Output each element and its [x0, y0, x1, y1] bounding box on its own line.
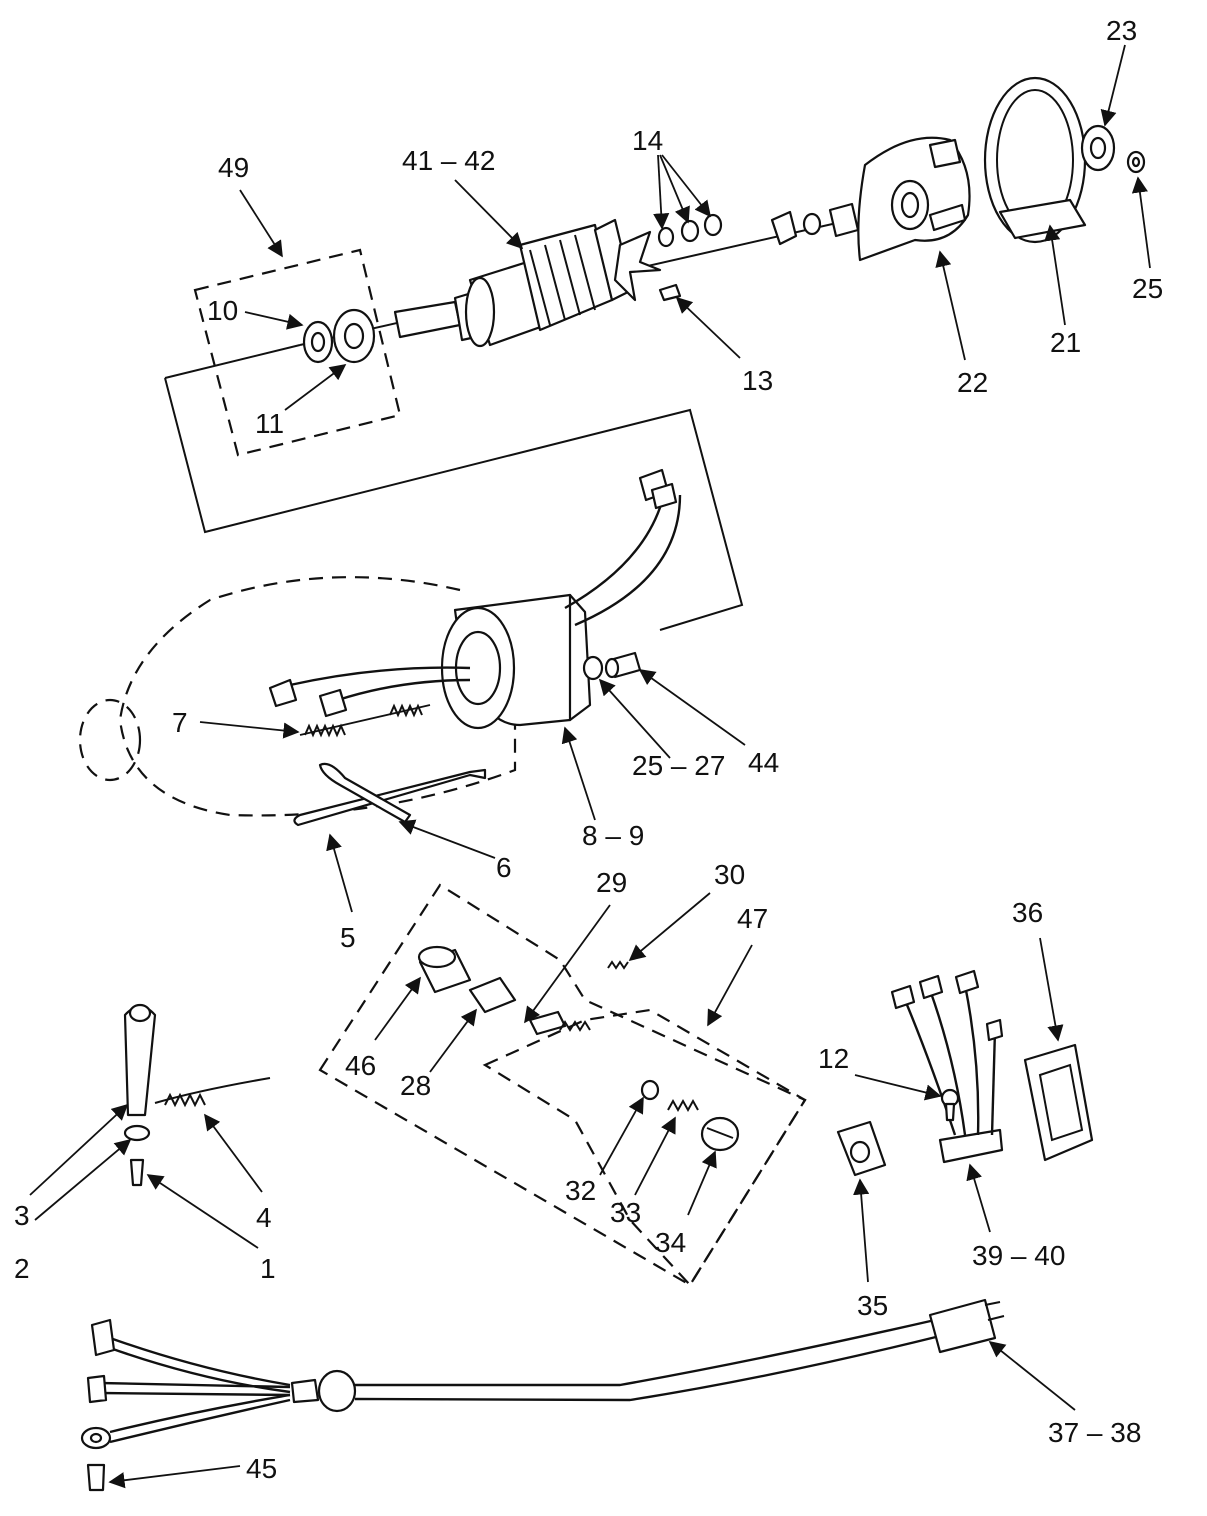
part-25-27 — [582, 655, 604, 681]
screw-45 — [86, 1463, 106, 1492]
label-10: 10 — [207, 295, 238, 326]
part-35 — [836, 1120, 887, 1177]
end-bell-small-parts — [770, 202, 860, 246]
label-1: 1 — [260, 1253, 276, 1284]
label-11: 11 — [255, 408, 284, 439]
bearing-23 — [1080, 124, 1116, 172]
label-6: 6 — [496, 852, 512, 883]
bracket-36 — [1023, 1043, 1094, 1162]
label-36: 36 — [1012, 897, 1043, 928]
label-49: 49 — [218, 152, 249, 183]
armature-41-42 — [393, 218, 662, 348]
label-25-27: 25 – 27 — [632, 750, 725, 781]
label-33: 33 — [610, 1197, 641, 1228]
part-28 — [468, 976, 517, 1014]
part-32 — [640, 1079, 660, 1101]
label-34: 34 — [655, 1227, 686, 1258]
label-46: 46 — [345, 1050, 376, 1081]
spring-7 — [299, 703, 431, 738]
leader-lines — [29, 44, 1151, 1489]
label-37-38: 37 – 38 — [1048, 1417, 1141, 1448]
power-cord-37-38 — [80, 1298, 1005, 1450]
terminal-block-39-40 — [890, 969, 1004, 1164]
label-5: 5 — [340, 922, 356, 953]
label-12: 12 — [818, 1043, 849, 1074]
label-4: 4 — [256, 1202, 272, 1233]
lever-arm-3 — [123, 1003, 157, 1117]
group-brush-dashed-box — [318, 883, 807, 1287]
label-7: 7 — [172, 707, 188, 738]
spring-4 — [154, 1077, 271, 1108]
part-46 — [417, 945, 472, 994]
washers-14 — [657, 213, 723, 248]
group-49-dashed-box — [193, 248, 402, 457]
part-30 — [607, 960, 629, 970]
label-3: 3 — [14, 1200, 30, 1231]
label-30: 30 — [714, 859, 745, 890]
part-44 — [604, 651, 642, 679]
field-8-9 — [440, 593, 592, 730]
lever-5 — [293, 768, 487, 827]
motor-housing-outline — [78, 576, 517, 817]
label-32: 32 — [565, 1175, 596, 1206]
label-29: 29 — [596, 867, 627, 898]
label-23: 23 — [1106, 15, 1137, 46]
label-8-9: 8 – 9 — [582, 820, 644, 851]
assembly-frame-outline — [164, 344, 744, 631]
lever-6 — [318, 762, 412, 824]
spring-33 — [667, 1098, 699, 1113]
label-44: 44 — [748, 747, 779, 778]
nut-25 — [1126, 150, 1146, 174]
label-14: 14 — [632, 125, 663, 156]
label-28: 28 — [400, 1070, 431, 1101]
bearing-10 — [302, 320, 334, 364]
label-45: 45 — [246, 1453, 277, 1484]
screw-12 — [940, 1088, 960, 1122]
label-39-40: 39 – 40 — [972, 1240, 1065, 1271]
label-22: 22 — [957, 367, 988, 398]
end-bell-22 — [857, 136, 971, 262]
label-13: 13 — [742, 365, 773, 396]
label-35: 35 — [857, 1290, 888, 1321]
label-47: 47 — [737, 903, 768, 934]
part-number-labels: 49 10 11 41 – 42 14 13 22 21 23 25 7 44 … — [14, 15, 1163, 1484]
part-13 — [658, 283, 682, 302]
label-2: 2 — [14, 1253, 30, 1284]
label-21: 21 — [1050, 327, 1081, 358]
screw-1 — [129, 1158, 145, 1187]
label-25: 25 — [1132, 273, 1163, 304]
field-wires — [268, 468, 682, 718]
bearing-11 — [332, 308, 376, 364]
bracket-21 — [983, 76, 1087, 244]
cap-34 — [700, 1116, 740, 1152]
washer-2 — [123, 1124, 151, 1142]
label-41-42: 41 – 42 — [402, 145, 495, 176]
group-47-inner-dashed-box — [482, 1008, 807, 1287]
